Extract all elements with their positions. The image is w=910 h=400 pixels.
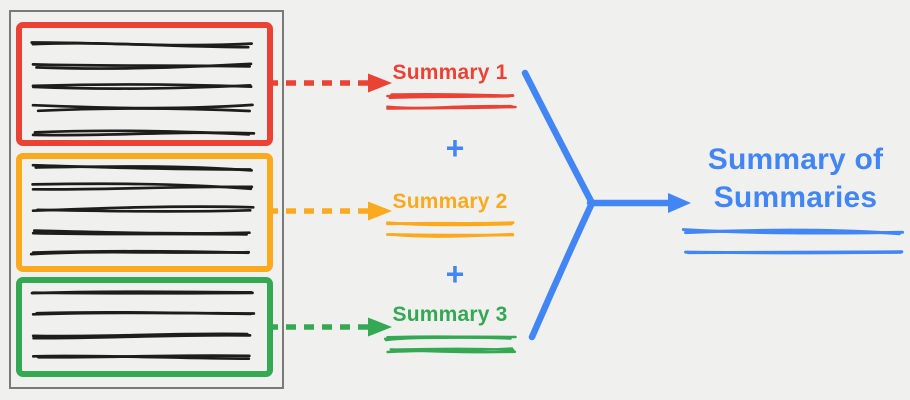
summary-1-label: Summary 1 [392,61,508,84]
plus-operator-1: + [445,130,465,166]
merge-fork [521,69,596,341]
summary-2-label: Summary 2 [392,190,508,213]
arrow-chunk1-to-summary1 [268,73,392,93]
merge-arrow [586,193,691,213]
summary-3-label: Summary 3 [392,303,508,326]
summary-of-summaries-label: Summary of Summaries [707,143,884,215]
arrow-chunk3-to-summary3 [268,317,392,337]
arrow-chunk2-to-summary2 [268,201,392,221]
plus-operator-2: + [445,256,465,292]
document-outline [9,10,284,389]
scribble-lines [29,41,904,361]
